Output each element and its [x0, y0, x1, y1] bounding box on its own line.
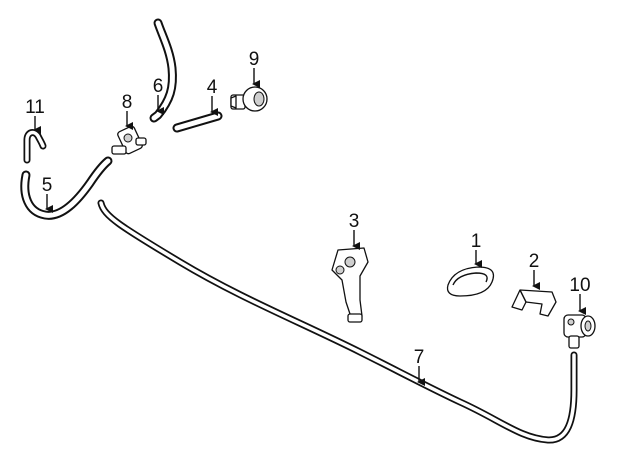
callout-labels: 1 2 3 4 5 6 7 8 9 10 11: [25, 49, 590, 368]
part-4-hose: [172, 111, 223, 133]
part-11-small-hose: [23, 129, 47, 164]
callout-arrows: [33, 68, 586, 386]
part-5-hose: [20, 156, 113, 220]
callout-9: 9: [249, 49, 260, 70]
part-6-hose: [149, 18, 177, 123]
part-8-connector: [111, 125, 147, 155]
callout-8: 8: [122, 92, 133, 113]
part-3-nozzle: [331, 247, 369, 323]
part-10-valve: [563, 314, 596, 349]
callout-2: 2: [529, 251, 540, 272]
part-7-long-hose: [97, 199, 578, 444]
callout-5: 5: [42, 175, 53, 196]
part-1-cap: [446, 266, 495, 297]
callout-1: 1: [471, 231, 482, 252]
part-9-fitting: [230, 86, 268, 112]
callout-10: 10: [569, 275, 590, 296]
part-2-bracket: [511, 289, 557, 317]
callout-4: 4: [207, 77, 218, 98]
callout-11: 11: [25, 97, 45, 118]
callout-7: 7: [414, 347, 425, 368]
callout-3: 3: [349, 211, 360, 232]
callout-6: 6: [153, 76, 164, 97]
